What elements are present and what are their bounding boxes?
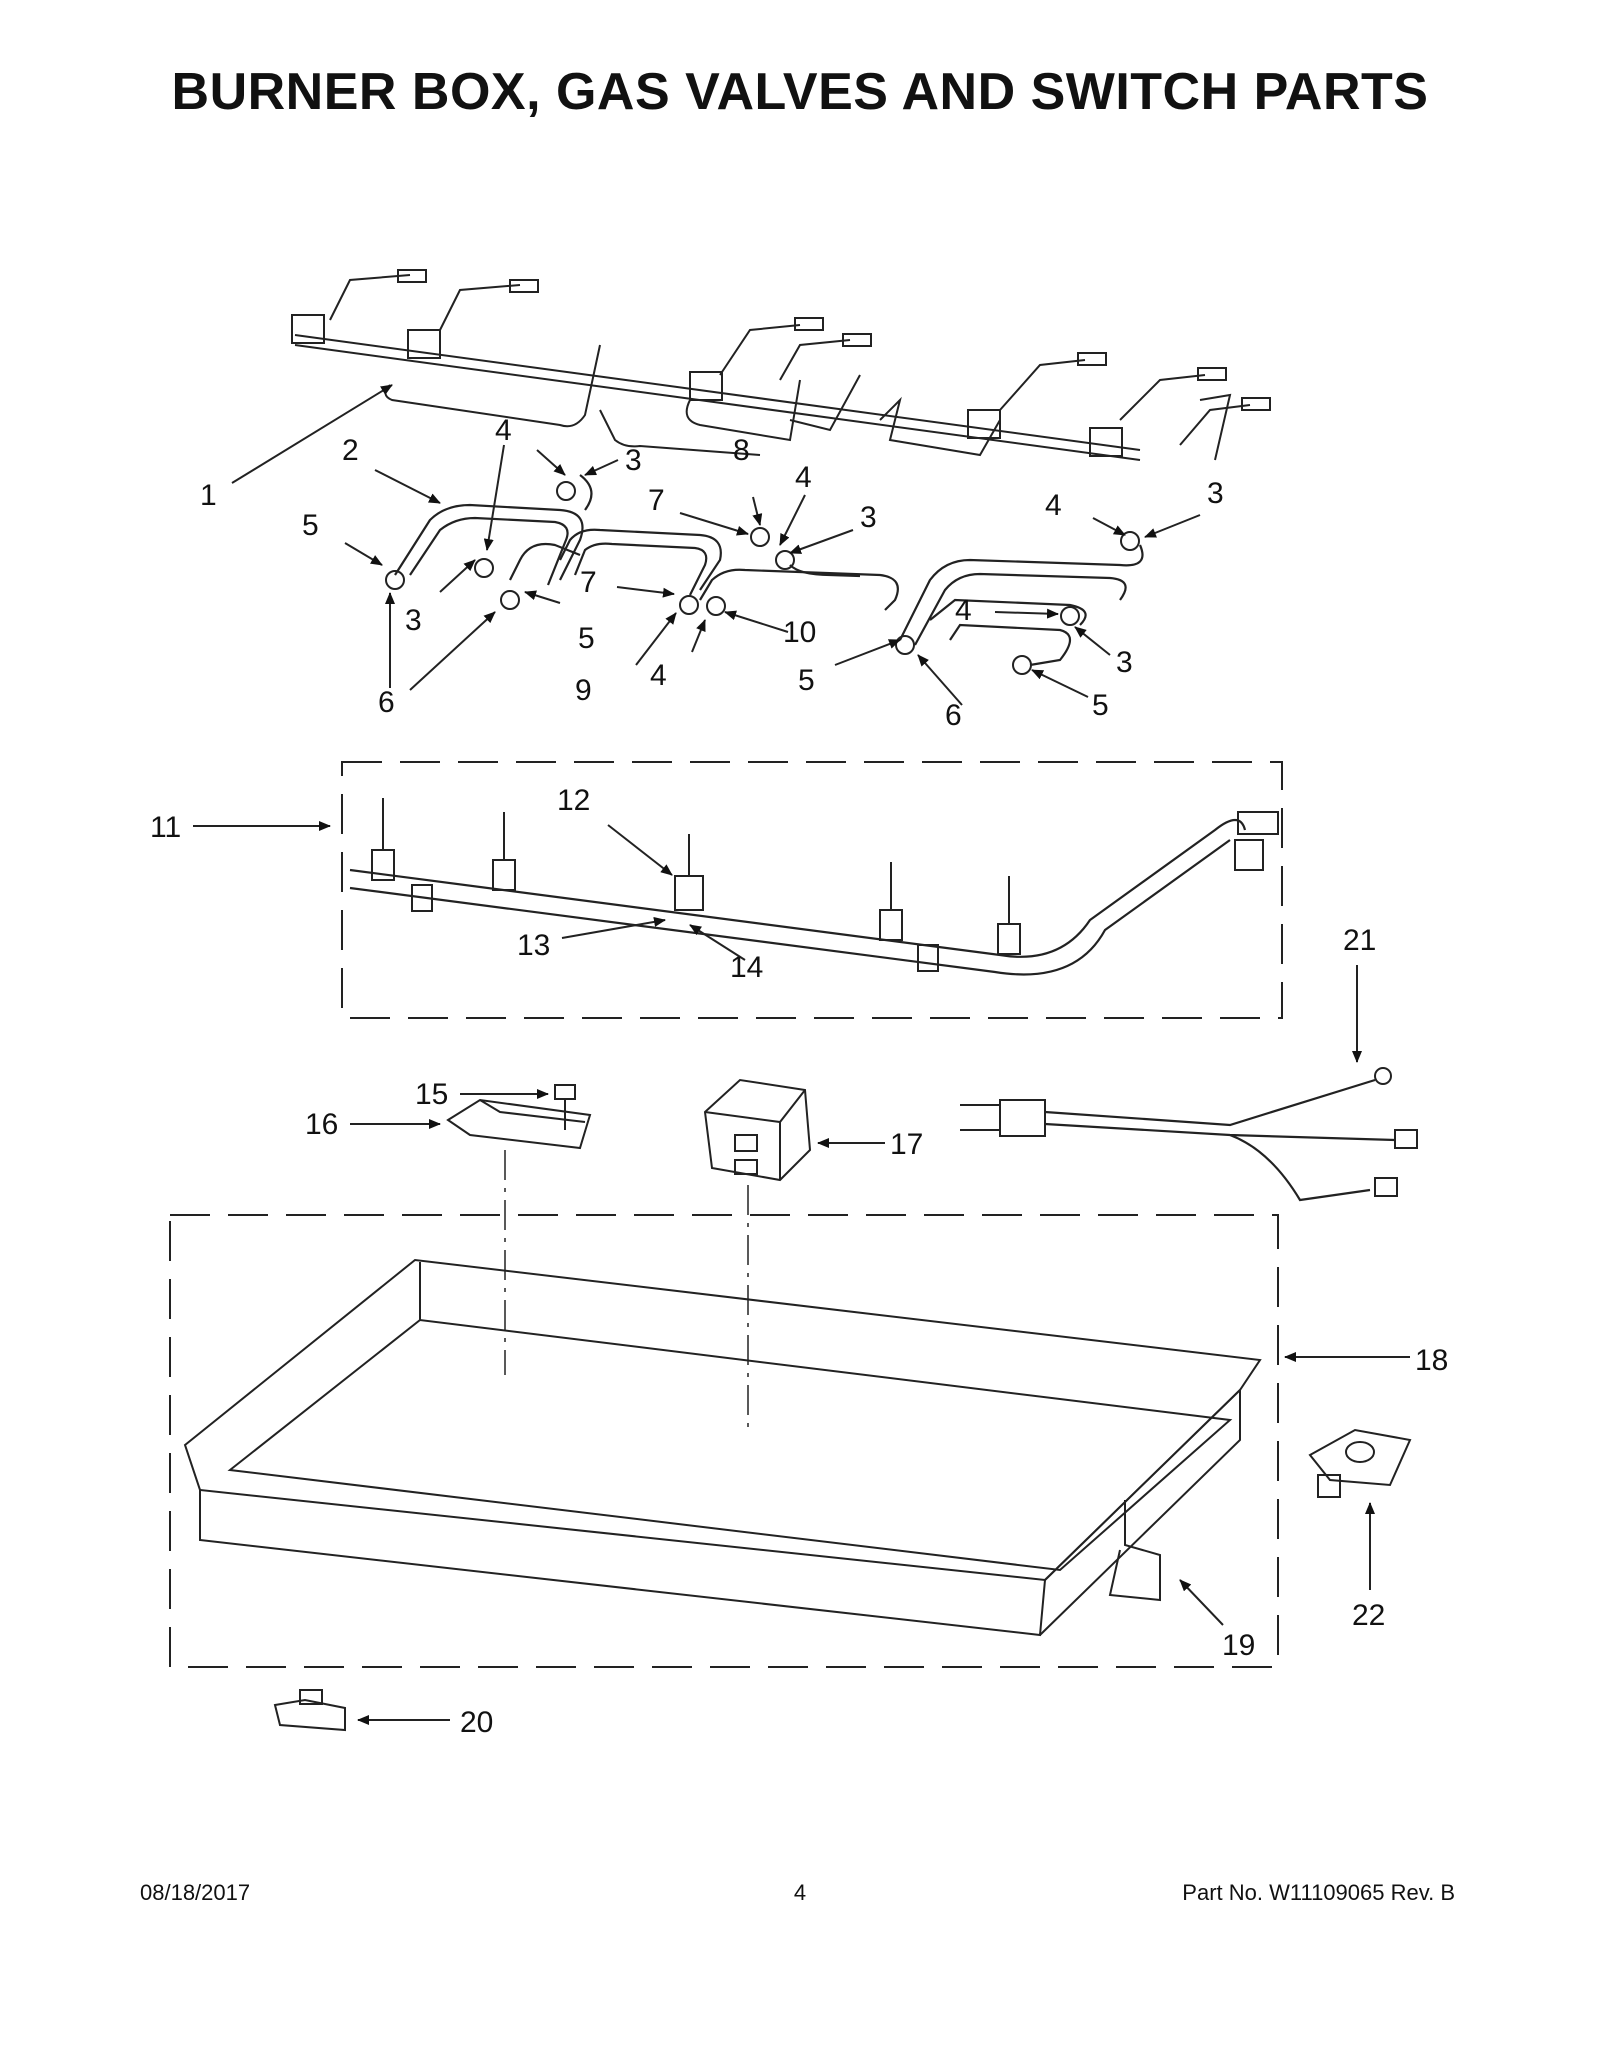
callout-9: 9	[575, 674, 592, 707]
callout-8: 8	[733, 434, 750, 467]
page-title: BURNER BOX, GAS VALVES AND SWITCH PARTS	[171, 63, 1429, 121]
callout-1: 1	[200, 479, 217, 512]
callout-7: 7	[648, 484, 665, 517]
callout-7: 7	[580, 566, 597, 599]
callout-3: 3	[860, 501, 877, 534]
callout-5: 5	[578, 622, 595, 655]
callout-18: 18	[1415, 1344, 1448, 1377]
callout-6: 6	[945, 699, 962, 732]
callout-3: 3	[625, 444, 642, 477]
manifold-assembly-frame	[341, 761, 1283, 1019]
callout-5: 5	[1092, 689, 1109, 722]
callout-2: 2	[342, 434, 359, 467]
callout-20: 20	[460, 1706, 493, 1739]
callout-3: 3	[405, 604, 422, 637]
callout-21: 21	[1343, 924, 1376, 957]
callout-10: 10	[783, 616, 816, 649]
callout-3: 3	[1207, 477, 1224, 510]
bracket-part	[446, 1098, 592, 1150]
gas-manifold-part	[349, 798, 1279, 976]
callout-5: 5	[798, 664, 815, 697]
callout-12: 12	[557, 784, 590, 817]
callout-13: 13	[517, 929, 550, 962]
footer-page-number: 4	[793, 1880, 807, 1905]
gas-tubes-group	[385, 474, 1144, 675]
leader-arrows	[193, 384, 1410, 1725]
callout-11: 11	[150, 811, 181, 844]
power-cord-part	[960, 1067, 1418, 1202]
callout-6: 6	[378, 686, 395, 719]
callout-17: 17	[890, 1128, 923, 1161]
burner-box-part	[183, 1150, 1262, 1637]
burner-box-frame	[169, 1214, 1279, 1668]
callout-4: 4	[1045, 489, 1062, 522]
callout-16: 16	[305, 1108, 338, 1141]
callout-4: 4	[650, 659, 667, 692]
callout-22: 22	[1352, 1599, 1385, 1632]
screw-part	[554, 1084, 576, 1130]
callout-14: 14	[730, 951, 763, 984]
switch-sensor-part	[1308, 1428, 1412, 1498]
callout-4: 4	[495, 414, 512, 447]
clip-part	[273, 1689, 346, 1732]
callout-4: 4	[955, 594, 972, 627]
callout-3: 3	[1116, 646, 1133, 679]
callout-19: 19	[1222, 1629, 1255, 1662]
callout-5: 5	[302, 509, 319, 542]
callout-labels: 1 2 3 3 3 3 3 4 4 4 4 4 5 5 5 5 6 6 7 7 …	[150, 414, 1448, 1739]
footer-part-number: Part No. W11109065 Rev. B	[1182, 1880, 1455, 1905]
footer-date: 08/18/2017	[140, 1880, 251, 1905]
switch-harness-part	[291, 269, 1271, 461]
spark-module-part	[703, 1078, 812, 1182]
callout-15: 15	[415, 1078, 448, 1111]
callout-4: 4	[795, 461, 812, 494]
